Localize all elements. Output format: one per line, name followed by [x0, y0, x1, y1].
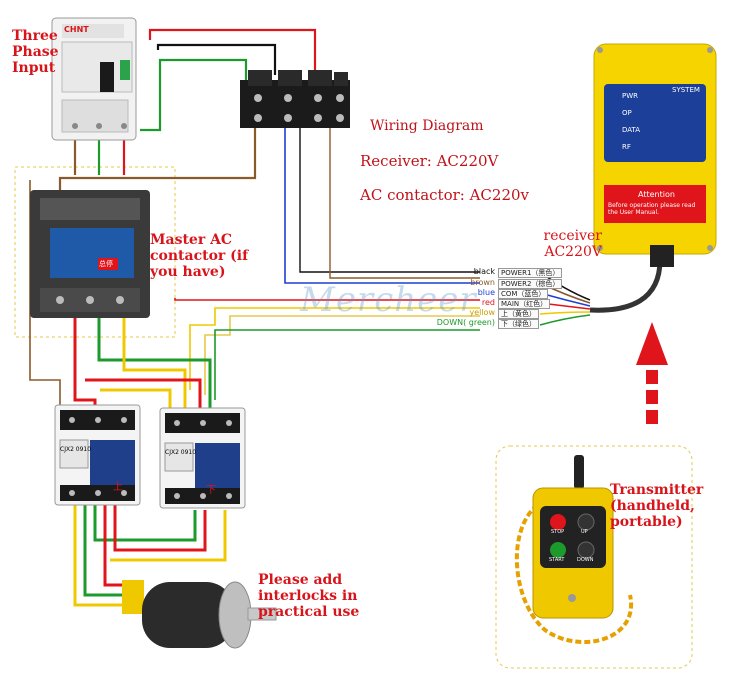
down-contactor	[159, 407, 246, 509]
transmitter-label: Transmitter (handheld, portable)	[610, 482, 704, 530]
master-contactor-frame	[14, 166, 176, 338]
wire-color-label: blue	[477, 288, 495, 297]
receiver-box	[593, 43, 717, 267]
transmitter-remote	[514, 455, 634, 645]
receiver-cable	[589, 259, 663, 313]
motor-wires	[73, 500, 227, 607]
terminal-block	[240, 70, 350, 128]
op-indicator: OP	[622, 109, 632, 117]
start-button: START	[549, 557, 565, 563]
wire-function-tag: COM（蓝色）	[498, 289, 549, 299]
receiver-label: receiver AC220V	[543, 228, 602, 260]
wiring-title: Wiring Diagram	[370, 118, 484, 134]
wire-color-label: black	[473, 267, 495, 276]
wire-function-tag: 上（黄色）	[498, 309, 539, 319]
receiver-spec: Receiver: AC220V	[360, 152, 499, 170]
rf-indicator: RF	[622, 143, 631, 151]
breaker-brand: CHNT	[64, 25, 89, 34]
up-contactor	[54, 404, 141, 506]
up-button: UP	[581, 529, 588, 535]
wire-function-tag: POWER2（棕色）	[498, 279, 563, 289]
stop-button: STOP	[551, 529, 565, 535]
down-contactor-model: CJX2 0910	[165, 449, 197, 456]
master-contactor-label: Master AC contactor (if you have)	[150, 232, 249, 280]
wire-color-label: DOWN( green)	[436, 318, 495, 327]
up-contactor-mark: 上	[113, 482, 123, 493]
wire-color-label: yellow	[469, 308, 495, 317]
signal-arrow	[636, 322, 668, 424]
three-phase-label: Three Phase Input	[12, 28, 59, 76]
supply-wires	[58, 28, 480, 284]
contactor-spec: AC contactor: AC220v	[360, 186, 530, 204]
wire-function-tag: MAIN（红色）	[498, 299, 551, 309]
up-contactor-model: CJX2 0910	[60, 446, 92, 453]
down-contactor-mark: 下	[206, 485, 216, 496]
system-label: SYSTEM	[672, 86, 700, 94]
wire-function-tag: 下（绿色）	[498, 319, 539, 329]
wire-color-label: red	[481, 298, 495, 307]
attention-text: Before operation please read the User Ma…	[608, 202, 696, 216]
watermark: Mercheer	[300, 280, 477, 320]
attention-title: Attention	[638, 190, 675, 199]
transmitter-frame	[495, 445, 693, 669]
down-button: DOWN	[577, 557, 594, 563]
motor	[122, 580, 277, 649]
interlock-note: Please add interlocks in practical use	[258, 572, 360, 620]
wire-color-label: brown	[470, 278, 495, 287]
master-contactor-mark: 总停	[99, 260, 113, 268]
master-contactor	[30, 190, 150, 318]
data-indicator: DATA	[622, 126, 641, 134]
wire-function-tag: POWER1（黑色）	[498, 268, 563, 278]
circuit-breaker	[51, 17, 137, 141]
pwr-indicator: PWR	[622, 92, 639, 100]
